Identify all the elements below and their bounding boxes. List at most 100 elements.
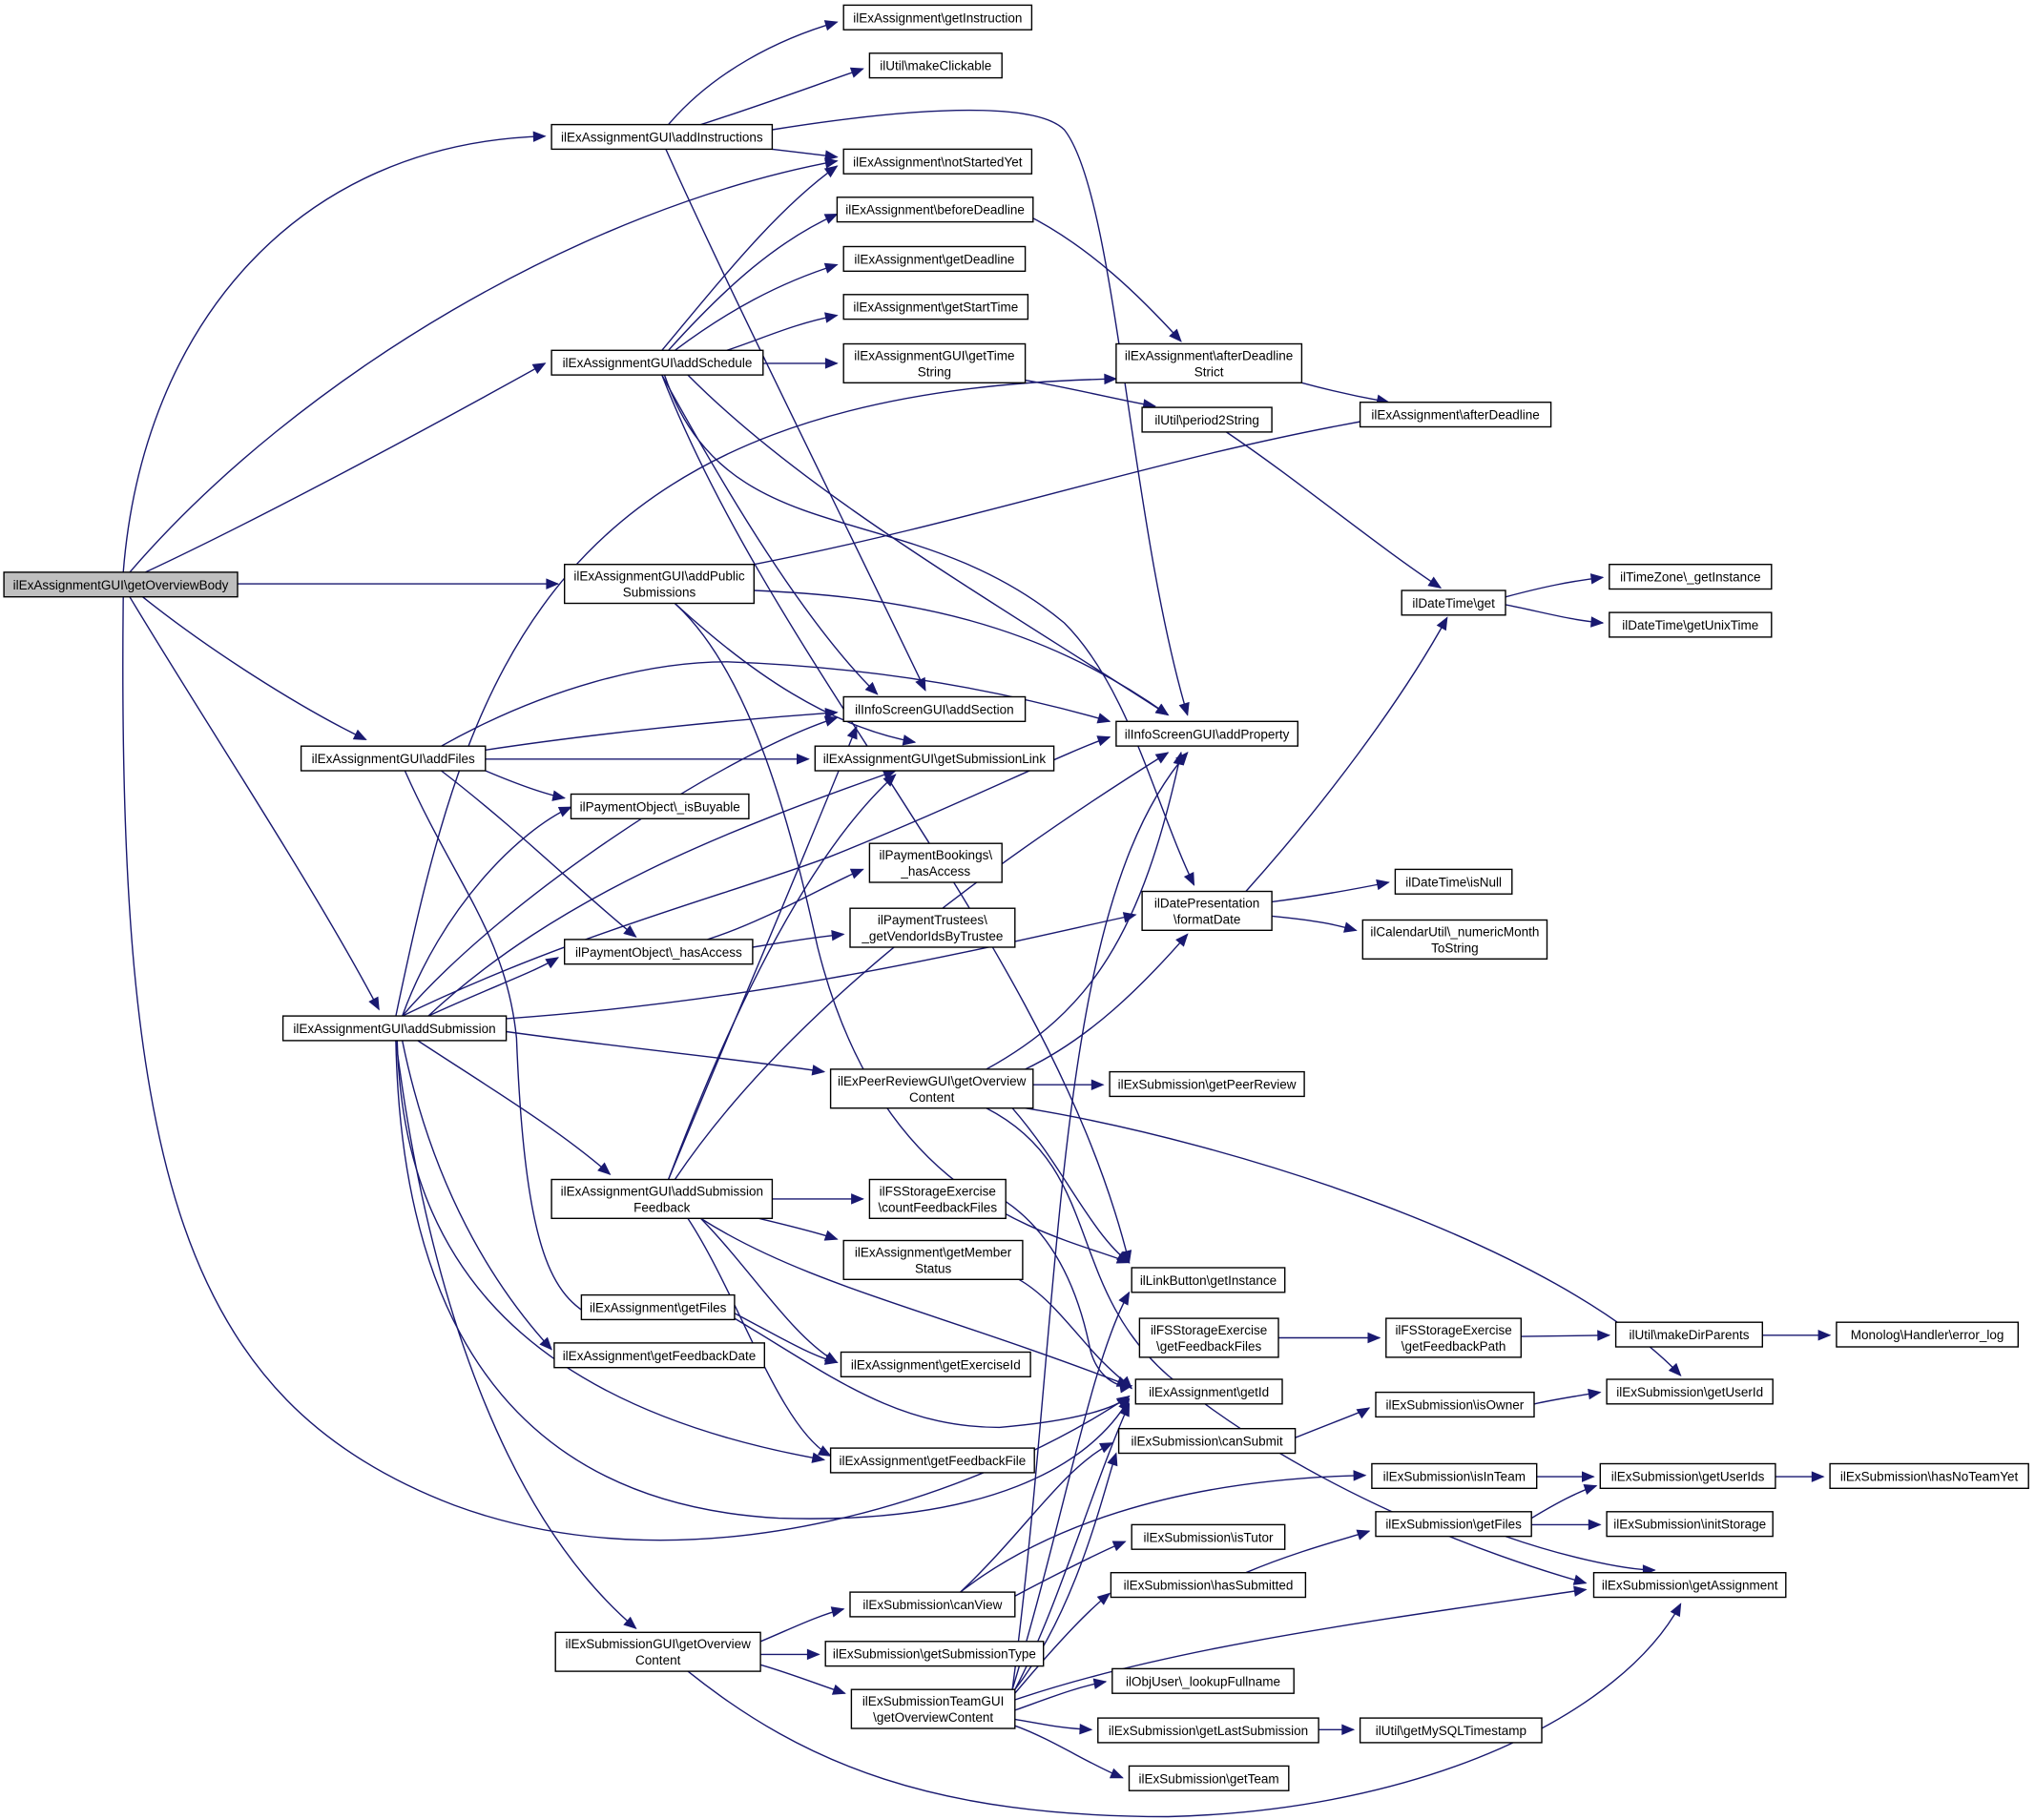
node-label: ilExSubmission\hasNoTeamYet	[1840, 1469, 2019, 1483]
node-getDeadline[interactable]: ilExAssignment\getDeadline	[842, 245, 1027, 272]
node-getInstruction[interactable]: ilExAssignment\getInstruction	[842, 4, 1033, 31]
node-countFeedbackFiles[interactable]: ilFSStorageExercise\countFeedbackFiles	[868, 1178, 1007, 1219]
edge-isInTeam-to-getUserIds	[1536, 1471, 1595, 1482]
node-canSubmit[interactable]: ilExSubmission\canSubmit	[1117, 1427, 1297, 1455]
node-lookupFullname[interactable]: ilObjUser\_lookupFullname	[1111, 1667, 1295, 1694]
edge-line	[674, 603, 1130, 1264]
node-box	[1592, 1571, 1787, 1599]
arrowhead-icon	[546, 578, 560, 589]
edge-getOverviewBody-to-addPublicSubmissions	[237, 578, 560, 589]
node-box	[550, 123, 774, 151]
node-getFeedbackFiles[interactable]: ilFSStorageExercise\getFeedbackFiles	[1138, 1317, 1279, 1358]
node-getFeedbackDate[interactable]: ilExAssignment\getFeedbackDate	[553, 1342, 766, 1369]
node-box	[842, 148, 1033, 175]
node-teamOverview[interactable]: ilExSubmissionTeamGUI\getOverviewContent	[850, 1688, 1016, 1729]
node-isInTeam[interactable]: ilExSubmission\isInTeam	[1371, 1462, 1538, 1489]
arrowhead-icon	[811, 1065, 826, 1076]
node-canView[interactable]: ilExSubmission\canView	[849, 1591, 1016, 1618]
node-makeClickable[interactable]: ilUtil\makeClickable	[868, 52, 1003, 79]
arrowhead-icon	[831, 930, 845, 941]
node-initStorage[interactable]: ilExSubmission\initStorage	[1606, 1511, 1774, 1538]
node-tzGetInstance[interactable]: ilTimeZone\_getInstance	[1609, 564, 1773, 590]
node-getTeam[interactable]: ilExSubmission\getTeam	[1128, 1765, 1290, 1791]
node-box	[570, 793, 750, 819]
node-beforeDeadline[interactable]: ilExAssignment\beforeDeadline	[836, 196, 1034, 223]
node-poHasAccess[interactable]: ilPaymentObject\_hasAccess	[564, 939, 754, 965]
node-label: ilUtil\makeClickable	[880, 59, 991, 73]
node-getAssignment[interactable]: ilExSubmission\getAssignment	[1592, 1571, 1787, 1599]
edge-addInstructions-to-addSection	[665, 149, 926, 692]
arrowhead-icon	[545, 957, 560, 969]
node-box	[1109, 1070, 1305, 1098]
node-afterDeadline[interactable]: ilExAssignment\afterDeadline	[1359, 402, 1552, 428]
edge-line	[1025, 213, 1182, 342]
node-getVendorIds[interactable]: ilPaymentTrustees\_getVendorIdsByTrustee	[849, 907, 1016, 948]
node-linkGetInstance[interactable]: ilLinkButton\getInstance	[1131, 1267, 1286, 1293]
node-getOverviewBody[interactable]: ilExAssignmentGUI\getOverviewBody	[3, 571, 239, 598]
node-box	[1131, 1267, 1286, 1293]
node-getUnixTime[interactable]: ilDateTime\getUnixTime	[1609, 611, 1773, 638]
node-label: ilFSStorageExercise	[1151, 1323, 1267, 1337]
node-label: _hasAccess	[900, 864, 970, 879]
arrowhead-icon	[1154, 752, 1170, 764]
node-label: ilExAssignment\getInstruction	[853, 10, 1022, 25]
node-exaGetFiles[interactable]: ilExAssignment\getFiles	[580, 1293, 736, 1321]
node-subGuiOverview[interactable]: ilExSubmissionGUI\getOverviewContent	[554, 1631, 761, 1672]
node-getStartTime[interactable]: ilExAssignment\getStartTime	[842, 294, 1029, 321]
edge-addSubmission-to-peerOverview	[506, 1030, 826, 1076]
node-isBuyable[interactable]: ilPaymentObject\_isBuyable	[570, 793, 750, 819]
node-isTutor[interactable]: ilExSubmission\isTutor	[1131, 1523, 1286, 1550]
node-peerOverview[interactable]: ilExPeerReviewGUI\getOverviewContent	[829, 1068, 1034, 1109]
node-getId[interactable]: ilExAssignment\getId	[1134, 1378, 1283, 1405]
node-hasSubmitted[interactable]: ilExSubmission\hasSubmitted	[1110, 1571, 1307, 1599]
edge-line	[485, 712, 838, 751]
arrowhead-icon	[623, 1616, 637, 1630]
edge-exsGetFiles-to-getUserIds	[1530, 1484, 1598, 1520]
node-addFiles[interactable]: ilExAssignmentGUI\addFiles	[300, 745, 487, 772]
node-addSection[interactable]: ilInfoScreenGUI\addSection	[842, 695, 1027, 722]
node-exsGetFiles[interactable]: ilExSubmission\getFiles	[1375, 1511, 1532, 1538]
node-label: ilExAssignmentGUI\getOverviewBody	[13, 578, 229, 592]
node-addProperty[interactable]: ilInfoScreenGUI\addProperty	[1115, 720, 1299, 747]
node-addSubmission[interactable]: ilExAssignmentGUI\addSubmission	[281, 1015, 508, 1042]
arrowhead-icon	[1573, 1585, 1588, 1597]
node-label: ilExSubmission\getUserId	[1616, 1385, 1763, 1399]
node-pbHasAccess[interactable]: ilPaymentBookings\_hasAccess	[868, 842, 1003, 883]
node-period2String[interactable]: ilUtil\period2String	[1141, 406, 1273, 433]
node-getLastSubmission[interactable]: ilExSubmission\getLastSubmission	[1097, 1717, 1319, 1744]
arrowhead-icon	[1811, 1471, 1825, 1482]
node-hasNoTeamYet[interactable]: ilExSubmission\hasNoTeamYet	[1829, 1462, 2029, 1489]
node-getFeedbackFile[interactable]: ilExAssignment\getFeedbackFile	[829, 1447, 1035, 1474]
node-getSubmissionLink[interactable]: ilExAssignmentGUI\getSubmissionLink	[814, 745, 1055, 772]
arrowhead-icon	[823, 1230, 839, 1241]
edge-line	[485, 770, 565, 799]
node-getMySQLTimestamp[interactable]: ilUtil\getMySQLTimestamp	[1359, 1717, 1543, 1744]
node-notStartedYet[interactable]: ilExAssignment\notStartedYet	[842, 148, 1033, 175]
edge-line	[1272, 881, 1389, 903]
node-isOwner[interactable]: ilExSubmission\isOwner	[1375, 1391, 1535, 1418]
node-addInstructions[interactable]: ilExAssignmentGUI\addInstructions	[550, 123, 774, 151]
node-formatDate[interactable]: ilDatePresentation\formatDate	[1141, 890, 1273, 931]
node-box	[868, 52, 1003, 79]
node-makeDirParents[interactable]: ilUtil\makeDirParents	[1614, 1321, 1763, 1348]
node-box	[829, 1447, 1035, 1474]
node-getFeedbackPath[interactable]: ilFSStorageExercise\getFeedbackPath	[1385, 1317, 1523, 1358]
node-getSubmissionType[interactable]: ilExSubmission\getSubmissionType	[824, 1641, 1045, 1667]
node-getPeerReview[interactable]: ilExSubmission\getPeerReview	[1109, 1070, 1305, 1098]
edge-addSubmissionFeedback-to-countFeedbackFiles	[772, 1193, 864, 1205]
node-addSchedule[interactable]: ilExAssignmentGUI\addSchedule	[550, 349, 764, 376]
node-getUserId[interactable]: ilExSubmission\getUserId	[1606, 1378, 1774, 1405]
node-getUserIds[interactable]: ilExSubmission\getUserIds	[1599, 1462, 1776, 1489]
edge-line	[402, 1040, 552, 1351]
node-getExerciseId[interactable]: ilExAssignment\getExerciseId	[840, 1351, 1031, 1377]
node-errorLog[interactable]: Monolog\Handler\error_log	[1836, 1321, 2020, 1348]
node-box	[1141, 406, 1273, 433]
node-dateTimeGet[interactable]: ilDateTime\get	[1401, 589, 1506, 616]
node-isNull[interactable]: ilDateTime\isNull	[1394, 868, 1513, 895]
